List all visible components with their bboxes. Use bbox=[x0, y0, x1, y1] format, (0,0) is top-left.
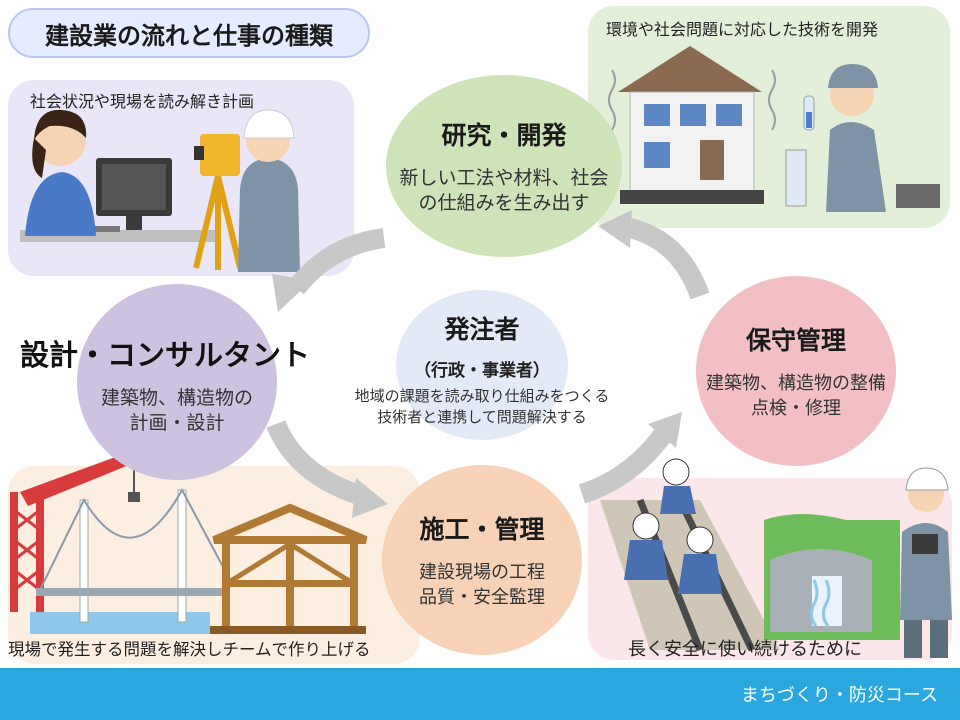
maintenance-title: 保守管理 bbox=[745, 326, 846, 355]
maintenance-desc-line-2: 点検・修理 bbox=[751, 398, 841, 419]
footer-bar: まちづくり・防災コース bbox=[0, 668, 960, 720]
design-desc-line-1: 建築物、構造物の bbox=[100, 387, 253, 409]
arrowhead-design bbox=[272, 274, 312, 312]
arrow-maintenance-to-research bbox=[627, 218, 710, 300]
design-desc-line-2: 計画・設計 bbox=[129, 412, 225, 434]
client-title: 発注者 bbox=[444, 315, 520, 344]
client-desc-line-1: 地域の課題を読み取り仕組みをつくる bbox=[354, 387, 610, 405]
client-node bbox=[396, 290, 568, 440]
design-title: 設計・コンサルタント bbox=[20, 338, 311, 372]
client-desc: 地域の課題を読み取り仕組みをつくる 技術者と連携して問題解決する bbox=[300, 386, 664, 428]
house-icon bbox=[608, 46, 776, 204]
arrowhead-construction bbox=[352, 478, 388, 518]
office-worker-icon bbox=[20, 109, 220, 242]
design-node: 建築物、構造物の 計画・設計 bbox=[77, 284, 277, 480]
page-title: 建設業の流れと仕事の種類 bbox=[8, 8, 370, 58]
maintenance-scene-caption: 長く安全に使い続けるために bbox=[628, 639, 862, 660]
arrowhead-maintenance bbox=[648, 412, 682, 448]
design-scene-caption: 社会状況や現場を読み解き計画 bbox=[30, 92, 255, 111]
construction-desc-line-2: 品質・安全監理 bbox=[419, 587, 545, 608]
client-desc-line-2: 技術者と連携して問題解決する bbox=[377, 408, 587, 426]
crane-icon bbox=[10, 448, 146, 612]
arrow-construction-to-maintenance bbox=[578, 426, 674, 504]
research-desc-line-2: の仕組みを生み出す bbox=[418, 192, 590, 214]
construction-desc-line-1: 建設現場の工程 bbox=[419, 562, 545, 583]
research-title: 研究・開発 bbox=[441, 121, 567, 150]
maintenance-node: 保守管理 建築物、構造物の整備 点検・修理 bbox=[696, 276, 896, 466]
construction-title: 施工・管理 bbox=[419, 515, 545, 544]
construction-scene-caption: 現場で発生する問題を解決しチームで作り上げる bbox=[8, 640, 371, 659]
cycle-arrows bbox=[266, 218, 710, 506]
research-scene-caption: 環境や社会問題に対応した技術を開発 bbox=[606, 20, 879, 39]
research-node: 研究・開発 新しい工法や材料、社会 の仕組みを生み出す bbox=[386, 75, 622, 257]
dam-icon bbox=[764, 514, 900, 640]
maintenance-desc-line-1: 建築物、構造物の整備 bbox=[706, 373, 886, 394]
arrowhead-research bbox=[598, 210, 632, 248]
inspector-icon bbox=[900, 467, 952, 658]
surveyor-icon bbox=[193, 109, 300, 272]
arrow-heads bbox=[272, 210, 682, 518]
research-desc-line-1: 新しい工法や材料、社会 bbox=[399, 167, 609, 189]
client-subtitle: （行政・事業者） bbox=[414, 361, 550, 381]
arrow-design-to-construction bbox=[266, 420, 366, 506]
wood-frame-icon bbox=[210, 503, 368, 634]
course-label: まちづくり・防災コース bbox=[740, 685, 938, 706]
bridge-icon bbox=[30, 487, 231, 634]
construction-node: 施工・管理 建設現場の工程 品質・安全監理 bbox=[382, 465, 582, 655]
researcher-icon bbox=[785, 64, 940, 212]
rail-worker-icon bbox=[600, 458, 780, 652]
